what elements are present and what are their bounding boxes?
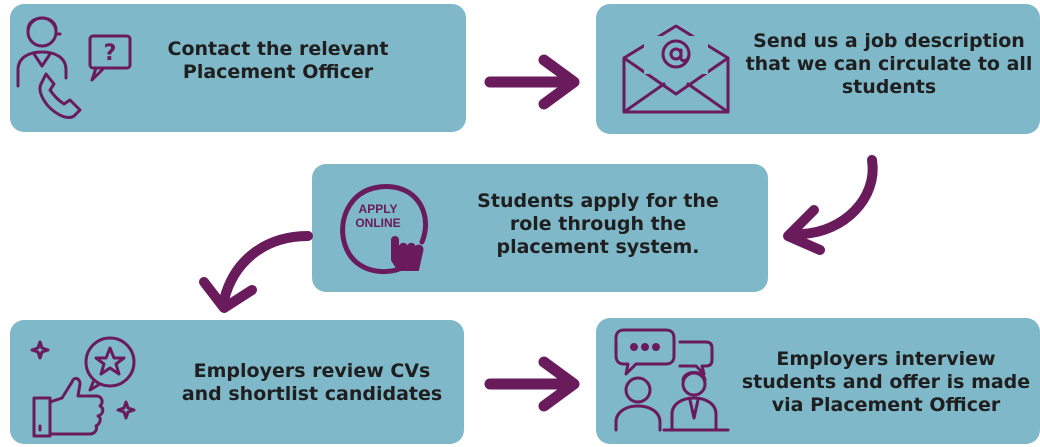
apply-online-badge-line-1: APPLY [358,202,398,216]
arrow-step4-to-step5 [484,356,580,412]
step-4-text: Employers review CVs and shortlist candi… [178,360,446,406]
step-2-line-1: Send us a job description [753,30,1025,52]
step-4-line-2: and shortlist candidates [181,382,443,405]
step-3-line-1: Students apply for the [477,190,719,212]
svg-text:?: ? [104,41,117,66]
step-3-text: Students apply for the role through the … [448,190,748,258]
apply-online-badge-line-2: ONLINE [355,216,401,230]
step-4-line-1: Employers review CVs [193,360,431,382]
step-3-line-3: placement system. [496,235,700,258]
interview-chat-icon [614,328,730,432]
step-2-text: Send us a job description that we can ci… [744,30,1034,98]
step-5-line-2: students and offer is made [741,370,1031,393]
review-thumbs-up-icon [30,336,136,438]
step-5-text: Employers interview students and offer i… [738,348,1034,416]
apply-online-icon: APPLY ONLINE [334,176,434,284]
step-1-line-1: Contact the relevant [167,38,389,60]
arrow-step1-to-step2 [484,54,580,110]
step-4-box [10,320,464,444]
step-3-line-2: role through the [509,212,687,235]
step-5-line-3: via Placement Officer [771,393,1001,416]
step-2-line-3: students [841,75,937,98]
step-1-box [10,4,466,132]
step-1-text: Contact the relevant Placement Officer [146,38,410,84]
contact-person-phone-icon: ? [16,16,132,120]
step-2-line-2: that we can circulate to all [745,52,1033,75]
step-5-box [596,318,1040,444]
arrow-step3-to-step4 [199,231,313,313]
step-5-line-1: Employers interview [776,348,996,370]
email-envelope-icon [622,24,730,114]
arrow-step2-to-step3 [783,155,878,255]
step-1-line-2: Placement Officer [182,60,374,83]
